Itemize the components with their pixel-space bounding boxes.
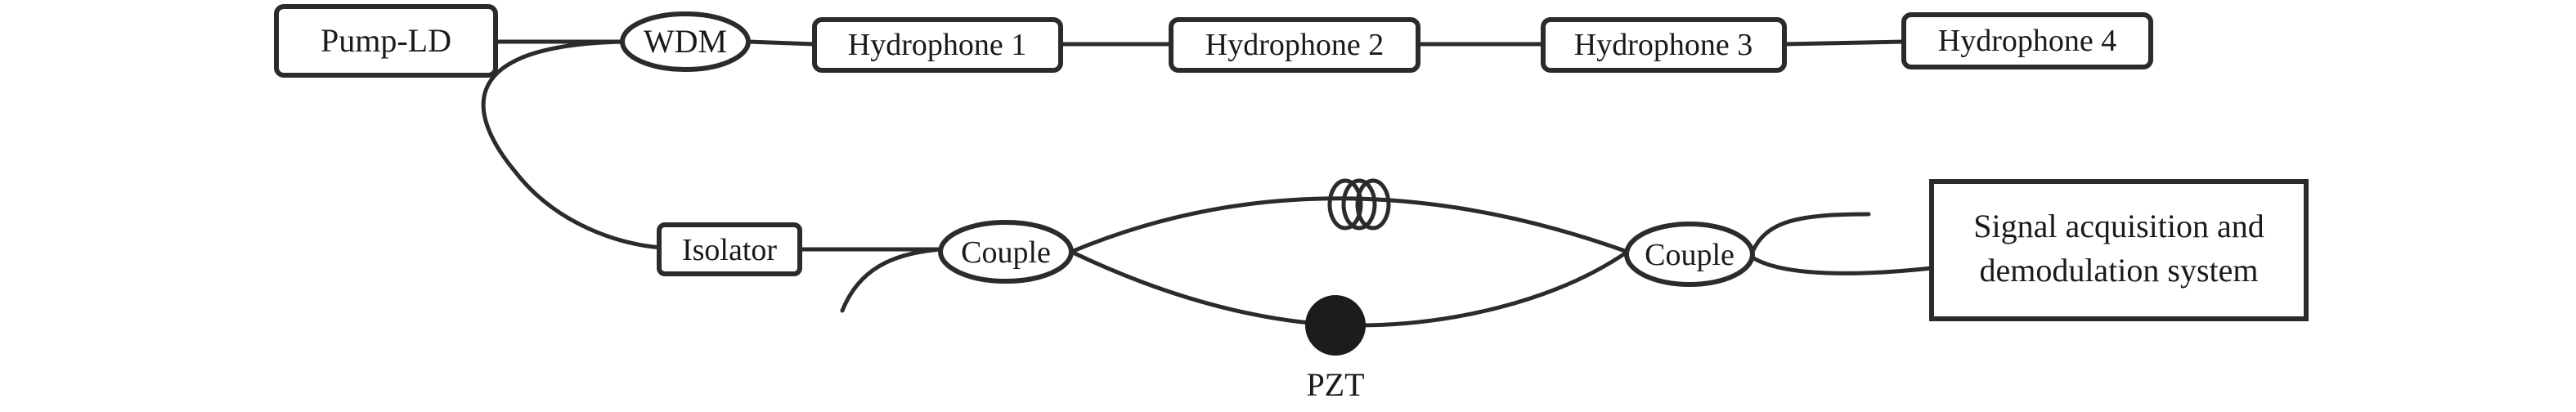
fiber-wdm-to-isolator	[481, 39, 665, 250]
signal-system-box: Signal acquisition and demodulation syst…	[1929, 179, 2309, 321]
fiber-coupler-to-system-lower	[1750, 255, 1934, 275]
pzt-label: PZT	[1306, 366, 1364, 403]
signal-system-label-line-1: Signal acquisition and	[1973, 208, 2264, 244]
pump-ld-label: Pump-LD	[321, 22, 451, 59]
wdm-coupler: WDM	[620, 11, 751, 72]
hydrophone-1-box: Hydrophone 1	[812, 17, 1063, 73]
signal-system-label-line-2: demodulation system	[1979, 252, 2258, 289]
link-hydrophone3-hydrophone4	[1782, 39, 1906, 47]
hydrophone-4-box: Hydrophone 4	[1901, 12, 2153, 69]
pzt-disc-icon	[1305, 295, 1366, 356]
coupler-right-label: Couple	[1645, 238, 1735, 272]
coupler-left-label: Couple	[961, 235, 1051, 270]
hydrophone-1-label: Hydrophone 1	[848, 28, 1026, 62]
connections	[481, 39, 1934, 328]
link-wdm-hydrophone1	[746, 39, 817, 47]
interferometer-upper-arm	[1069, 196, 1630, 254]
fiber-coil-icon	[1327, 178, 1391, 231]
coupler-right: Couple	[1624, 222, 1755, 287]
hydrophone-4-label: Hydrophone 4	[1938, 24, 2116, 58]
pump-ld-box: Pump-LD	[274, 4, 498, 78]
hydrophone-3-label: Hydrophone 3	[1574, 28, 1752, 62]
isolator-box: Isolator	[657, 222, 802, 276]
isolator-label: Isolator	[682, 233, 777, 267]
wdm-label: WDM	[644, 23, 727, 60]
hydrophone-2-box: Hydrophone 2	[1169, 17, 1420, 73]
coupler-left: Couple	[938, 220, 1074, 284]
hydrophone-2-label: Hydrophone 2	[1205, 28, 1384, 62]
fiber-coupler-to-system-upper	[1750, 212, 1871, 254]
hydrophone-3-box: Hydrophone 3	[1541, 17, 1787, 73]
fiber-coupler-free-end	[840, 247, 943, 313]
